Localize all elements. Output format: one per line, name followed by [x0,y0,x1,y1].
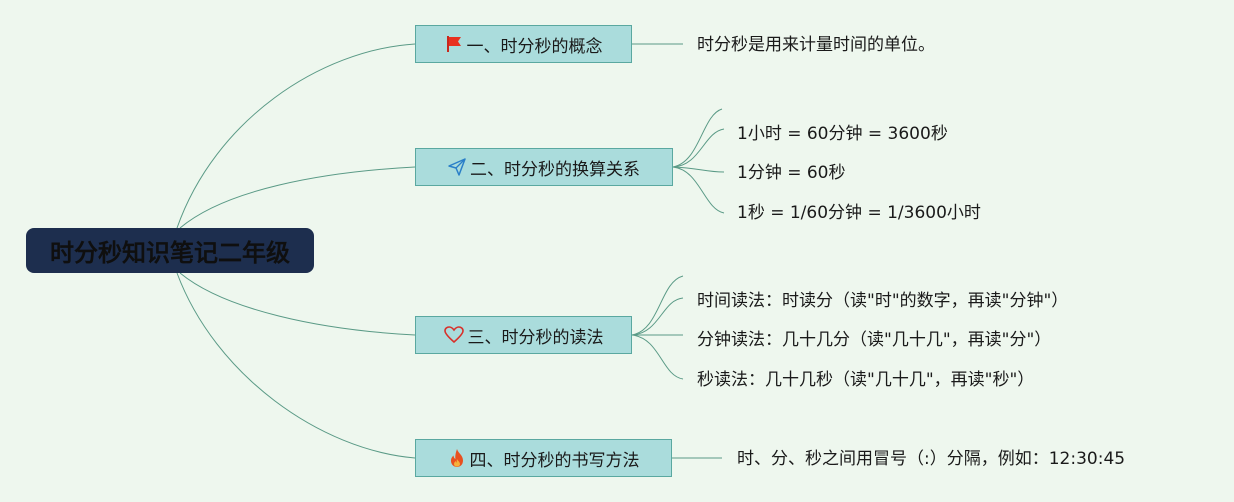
leaf-writing-method: 时、分、秒之间用冒号（:）分隔，例如：12:30:45 [737,449,1126,469]
branch-label: 四、时分秒的书写方法 [469,450,640,471]
branch-label: 一、时分秒的概念 [466,36,603,57]
branch-node-reading[interactable]: 三、时分秒的读法 [415,316,632,354]
leaf-conversion-hour: 1小时 = 60分钟 = 3600秒 [737,124,948,144]
branch-label: 二、时分秒的换算关系 [470,159,640,180]
connector-root-branch-1 [176,43,416,229]
connector-branch-3-leaf-1 [631,275,684,336]
leaf-reading-hour: 时间读法：时读分（读"时"的数字，再读"分钟"） [697,291,1069,311]
fire-icon [448,448,466,468]
red-flag-icon [445,35,463,53]
branch-node-writing[interactable]: 四、时分秒的书写方法 [415,439,672,477]
connector-branch-2-leaf-3 [672,166,725,173]
connector-root-branch-3 [179,272,416,336]
connector-root-branch-4 [176,272,416,459]
branch-node-concept[interactable]: 一、时分秒的概念 [415,25,632,63]
root-node[interactable]: 时分秒知识笔记二年级 [26,228,314,273]
connector-branch-3-leaf-4 [631,334,684,380]
heart-icon [443,326,464,344]
connector-branch-3-leaf-2 [631,297,684,336]
root-title: 时分秒知识笔记二年级 [50,239,290,267]
leaf-reading-minute: 分钟读法：几十几分（读"几十几"，再读"分"） [697,330,1052,350]
branch-label: 三、时分秒的读法 [467,327,604,348]
connector-branch-2-leaf-4 [672,166,725,214]
leaf-conversion-second: 1秒 = 1/60分钟 = 1/3600小时 [737,203,981,223]
leaf-concept-definition: 时分秒是用来计量时间的单位。 [697,35,935,55]
connector-branch-2-leaf-1 [672,108,723,168]
leaf-reading-second: 秒读法：几十几秒（读"几十几"，再读"秒"） [697,370,1035,390]
connector-branch-2-leaf-2 [672,128,725,168]
connector-root-branch-2 [179,166,416,229]
leaf-conversion-minute: 1分钟 = 60秒 [737,163,846,183]
branch-node-conversion[interactable]: 二、时分秒的换算关系 [415,148,673,186]
paper-plane-icon [448,158,466,176]
